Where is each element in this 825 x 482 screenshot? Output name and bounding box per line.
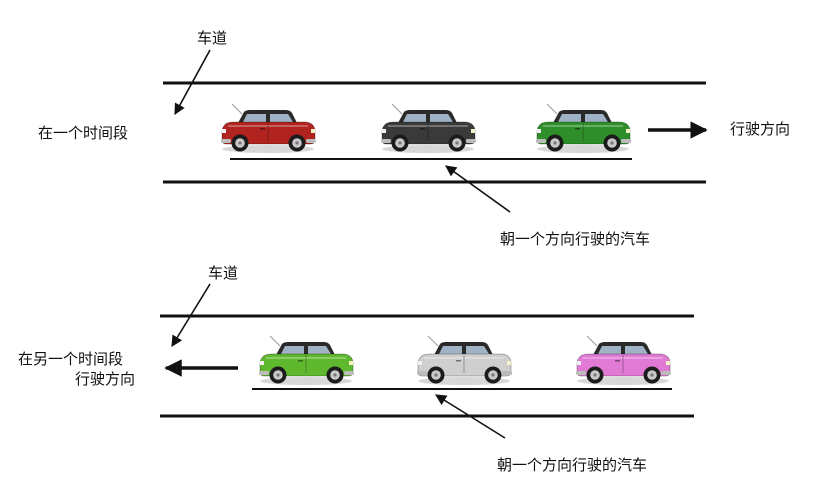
bottom-time-label: 在另一个时间段 (18, 350, 124, 368)
bottom-car-group (259, 335, 671, 385)
top-direction-label: 行驶方向 (730, 120, 791, 138)
top-lane-label: 车道 (197, 29, 228, 47)
bottom-pink-car (576, 335, 671, 385)
bottom-cars-label: 朝一个方向行驶的汽车 (497, 456, 648, 474)
bottom-silver-car (417, 335, 512, 385)
bottom-lane-pointer-arrow (171, 283, 211, 347)
top-red-car (221, 103, 316, 153)
top-car-group (221, 103, 631, 153)
top-cars-pointer-arrow (445, 165, 511, 213)
top-time-label: 在一个时间段 (38, 124, 129, 142)
bottom-lime-car (259, 335, 354, 385)
top-green-car (536, 103, 631, 153)
bottom-lane-label: 车道 (208, 264, 239, 282)
top-black-car (381, 103, 476, 153)
bottom-direction-label: 行驶方向 (75, 370, 136, 388)
top-cars-label: 朝一个方向行驶的汽车 (500, 230, 651, 248)
bottom-cars-pointer-arrow (435, 394, 506, 439)
top-lane-pointer-arrow (174, 49, 211, 115)
